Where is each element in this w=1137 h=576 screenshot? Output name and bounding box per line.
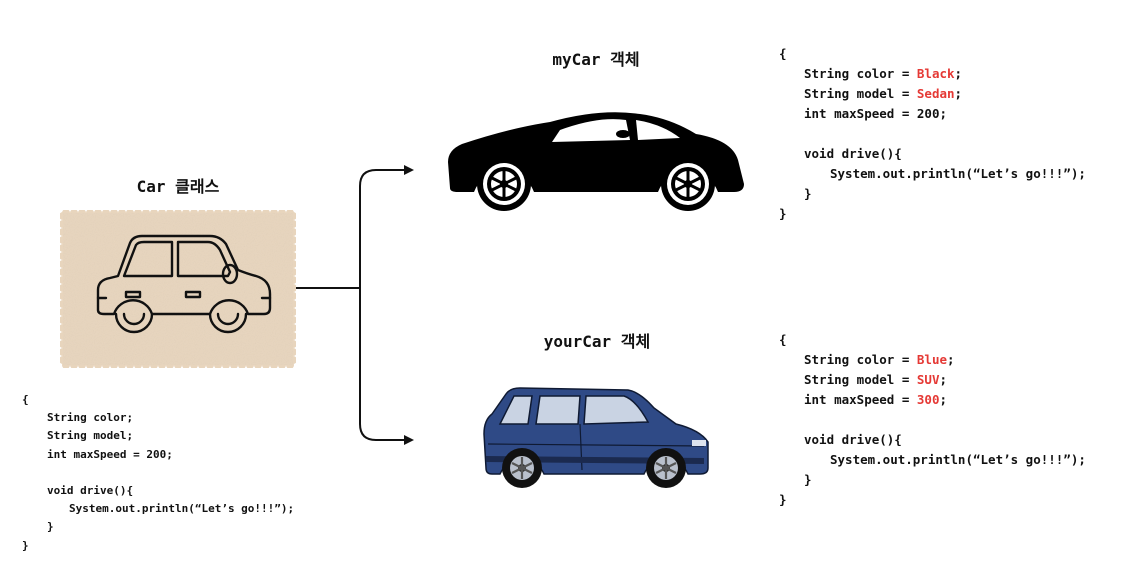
code-close-brace: } [779, 206, 787, 221]
mycar-code-block: { String color = Black; String model = Sed… [779, 44, 1086, 224]
class-code-block: { String color; String model; int maxSpeed … [22, 391, 294, 555]
code-method-signature: void drive(){ [804, 432, 902, 447]
code-close-brace: } [779, 492, 787, 507]
class-title: Car 클래스 [136, 177, 220, 196]
code-open-brace: { [22, 393, 29, 406]
black-sedan-icon [448, 112, 744, 211]
blue-wagon-icon [483, 387, 709, 488]
code-field-model: String model = SUV; [804, 372, 947, 387]
code-close-brace: } [22, 538, 29, 552]
code-method-body: System.out.println(“Let’s go!!!”); [830, 166, 1086, 181]
code-field-model: String model; [47, 429, 134, 443]
class-stamp [59, 209, 297, 369]
code-method-signature: void drive(){ [47, 483, 134, 497]
code-field-maxspeed: int maxSpeed = 200; [47, 447, 173, 461]
value-color: Black [916, 66, 955, 81]
yourcar-title: yourCar 객체 [543, 332, 651, 351]
code-method-close: } [47, 520, 54, 534]
arrow-head-top [404, 165, 414, 175]
code-blank-line [22, 464, 294, 482]
mycar-title: myCar 객체 [552, 50, 640, 69]
code-field-model: String model = Sedan; [804, 86, 963, 101]
code-open-brace: { [779, 332, 787, 347]
value-speed: 300 [916, 392, 940, 407]
code-method-close: } [804, 472, 812, 487]
value-color: Blue [916, 352, 947, 367]
code-field-maxspeed: int maxSpeed = 300; [804, 392, 947, 407]
arrow-head-bottom [404, 435, 414, 445]
code-open-brace: { [779, 46, 787, 61]
value-model: SUV [916, 372, 940, 387]
code-blank-line [779, 410, 1086, 430]
code-field-color: String color = Blue; [804, 352, 955, 367]
code-method-close: } [804, 186, 812, 201]
value-speed: 200 [916, 106, 940, 121]
code-field-maxspeed: int maxSpeed = 200; [804, 106, 947, 121]
value-model: Sedan [916, 86, 955, 101]
code-field-color: String color; [47, 411, 134, 425]
code-blank-line [779, 124, 1086, 144]
code-method-signature: void drive(){ [804, 146, 902, 161]
outline-car-icon [96, 234, 272, 334]
code-field-color: String color = Black; [804, 66, 963, 81]
code-method-body: System.out.println(“Let’s go!!!”); [69, 502, 295, 516]
code-method-body: System.out.println(“Let’s go!!!”); [830, 452, 1086, 467]
yourcar-code-block: { String color = Blue; String model = SUV;… [779, 330, 1086, 510]
